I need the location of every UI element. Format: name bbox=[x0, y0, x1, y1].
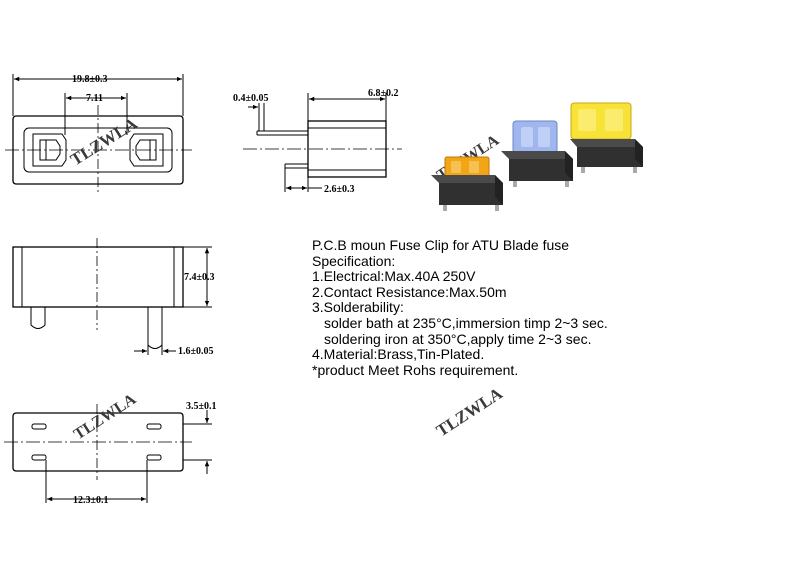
holder-blue bbox=[501, 120, 573, 187]
front-view bbox=[12, 238, 212, 355]
front-pin-right bbox=[147, 307, 163, 349]
spec-solder-iron: soldering iron at 350°C,apply time 2~3 s… bbox=[324, 330, 592, 347]
watermark-right: TLZWLA bbox=[433, 383, 507, 440]
spec-rohs: *product Meet Rohs requirement. bbox=[312, 361, 519, 378]
spec-electrical: 1.Electrical:Max.40A 250V bbox=[312, 268, 476, 285]
bottom-slot-tl bbox=[31, 423, 47, 430]
dim-bottom-pitch: 12.3±0.1 bbox=[73, 495, 109, 506]
spec-solderability: 3.Solderability: bbox=[312, 299, 404, 316]
bottom-view bbox=[4, 404, 212, 503]
spec-heading: Specification: bbox=[312, 252, 396, 269]
right-contact bbox=[129, 133, 164, 167]
holder-orange bbox=[431, 156, 503, 211]
bottom-slot-tr bbox=[146, 423, 162, 430]
spec-material: 4.Material:Brass,Tin-Plated. bbox=[312, 346, 485, 363]
front-pin-left bbox=[30, 307, 46, 329]
dim-top-inner: 7.11 bbox=[86, 93, 103, 104]
dim-side-pitch: 2.6±0.3 bbox=[324, 184, 355, 195]
spec-solder-bath: solder bath at 235°C,immersion timp 2~3 … bbox=[324, 314, 608, 331]
dim-bottom-height: 3.5±0.1 bbox=[186, 401, 217, 412]
bottom-slot-br bbox=[146, 454, 162, 461]
side-view bbox=[243, 93, 402, 192]
spec-contact-resistance: 2.Contact Resistance:Max.50m bbox=[312, 283, 507, 300]
left-contact bbox=[32, 133, 67, 167]
dim-top-width: 19.8±0.3 bbox=[72, 74, 108, 85]
dim-front-height: 7.4±0.3 bbox=[184, 272, 215, 283]
bottom-slot-bl bbox=[31, 454, 47, 461]
specification-block: P.C.B moun Fuse Clip for ATU Blade fuse … bbox=[312, 237, 608, 378]
top-view bbox=[5, 74, 192, 195]
dim-side-pin: 0.4±0.05 bbox=[233, 93, 269, 104]
front-view-body bbox=[12, 246, 184, 308]
dim-side-width: 6.8±0.2 bbox=[368, 88, 399, 99]
spec-title: P.C.B moun Fuse Clip for ATU Blade fuse bbox=[312, 237, 570, 253]
watermark-bottom: TLZWLA bbox=[71, 391, 140, 444]
product-photo bbox=[431, 102, 643, 211]
holder-yellow bbox=[570, 102, 643, 173]
dim-front-pin: 1.6±0.05 bbox=[178, 346, 214, 357]
